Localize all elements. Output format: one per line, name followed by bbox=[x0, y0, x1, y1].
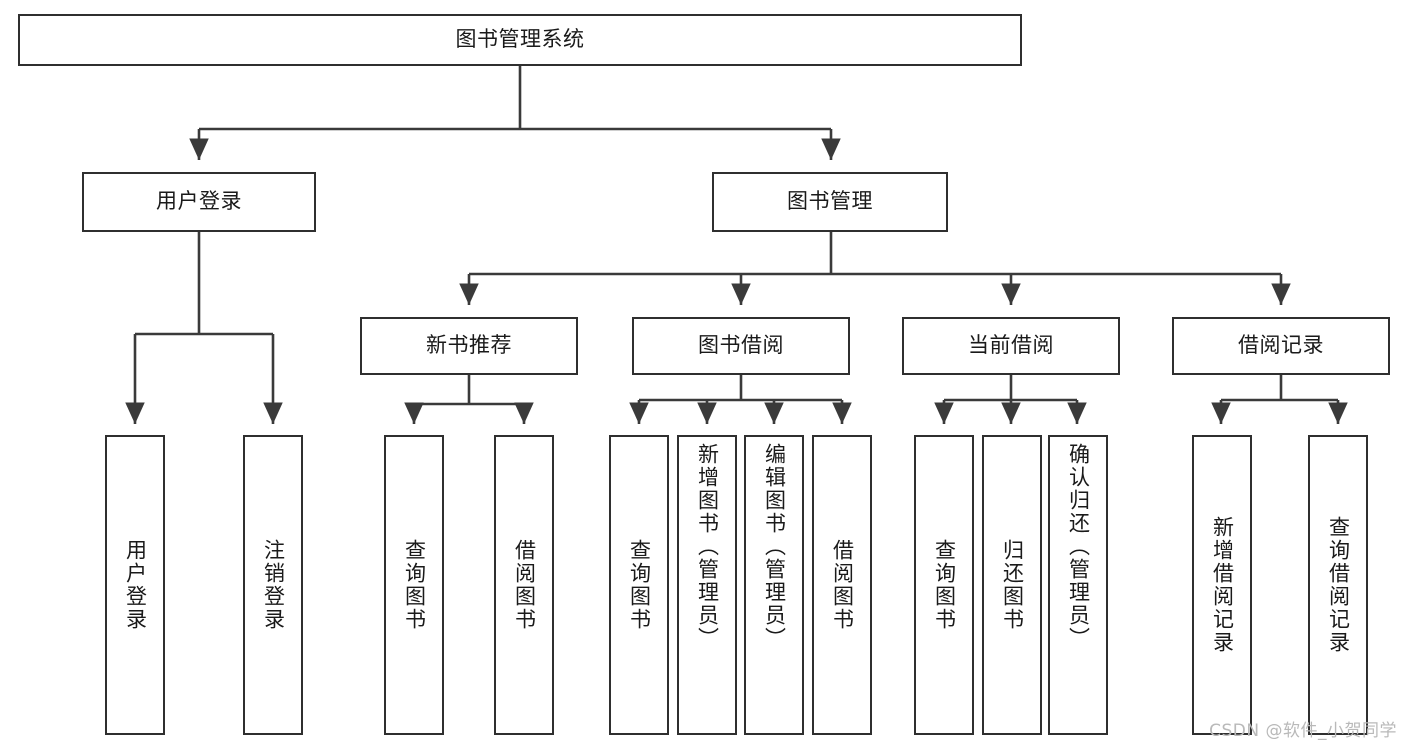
node-label: 借阅图书 bbox=[512, 539, 537, 631]
node-book-management[interactable]: 图书管理 bbox=[712, 172, 948, 232]
node-label: 查询图书 bbox=[402, 539, 427, 631]
node-label: 注销登录 bbox=[261, 539, 286, 631]
node-label: 查询图书 bbox=[627, 539, 652, 631]
node-label: 图书借阅 bbox=[698, 333, 784, 358]
node-leaf-borrow-book-recommend[interactable]: 借阅图书 bbox=[494, 435, 554, 735]
node-label: 用户登录 bbox=[123, 539, 148, 631]
node-leaf-logout[interactable]: 注销登录 bbox=[243, 435, 303, 735]
node-label: 图书管理系统 bbox=[455, 27, 585, 52]
node-label: 借阅图书 bbox=[830, 539, 855, 631]
node-label: 查询借阅记录 bbox=[1326, 516, 1351, 654]
node-label: 新增借阅记录 bbox=[1210, 516, 1235, 654]
node-leaf-add-book-admin[interactable]: 新增图书（管理员） bbox=[677, 435, 737, 735]
node-leaf-add-borrow-record[interactable]: 新增借阅记录 bbox=[1192, 435, 1252, 735]
node-book-borrow[interactable]: 图书借阅 bbox=[632, 317, 850, 375]
node-label: 图书管理 bbox=[787, 189, 873, 214]
node-borrow-record[interactable]: 借阅记录 bbox=[1172, 317, 1390, 375]
node-label: 确认归还（管理员） bbox=[1066, 443, 1091, 650]
node-leaf-query-borrow-record[interactable]: 查询借阅记录 bbox=[1308, 435, 1368, 735]
node-label: 新增图书（管理员） bbox=[695, 443, 720, 650]
node-label: 归还图书 bbox=[1000, 539, 1025, 631]
node-label: 编辑图书（管理员） bbox=[762, 443, 787, 650]
node-label: 新书推荐 bbox=[426, 333, 512, 358]
node-leaf-edit-book-admin[interactable]: 编辑图书（管理员） bbox=[744, 435, 804, 735]
node-leaf-query-book-recommend[interactable]: 查询图书 bbox=[384, 435, 444, 735]
node-leaf-confirm-return-admin[interactable]: 确认归还（管理员） bbox=[1048, 435, 1108, 735]
node-leaf-user-login[interactable]: 用户登录 bbox=[105, 435, 165, 735]
node-user-login[interactable]: 用户登录 bbox=[82, 172, 316, 232]
node-label: 用户登录 bbox=[156, 189, 242, 214]
node-label: 查询图书 bbox=[932, 539, 957, 631]
node-current-borrow[interactable]: 当前借阅 bbox=[902, 317, 1120, 375]
node-leaf-borrow-book[interactable]: 借阅图书 bbox=[812, 435, 872, 735]
watermark-csdn: CSDN @软件_小贺同学 bbox=[1209, 721, 1397, 741]
node-new-book-recommend[interactable]: 新书推荐 bbox=[360, 317, 578, 375]
node-label: 借阅记录 bbox=[1238, 333, 1324, 358]
node-label: 当前借阅 bbox=[968, 333, 1054, 358]
node-leaf-query-book-borrow[interactable]: 查询图书 bbox=[609, 435, 669, 735]
node-root-book-management-system[interactable]: 图书管理系统 bbox=[18, 14, 1022, 66]
node-leaf-return-book[interactable]: 归还图书 bbox=[982, 435, 1042, 735]
node-leaf-query-book-current[interactable]: 查询图书 bbox=[914, 435, 974, 735]
